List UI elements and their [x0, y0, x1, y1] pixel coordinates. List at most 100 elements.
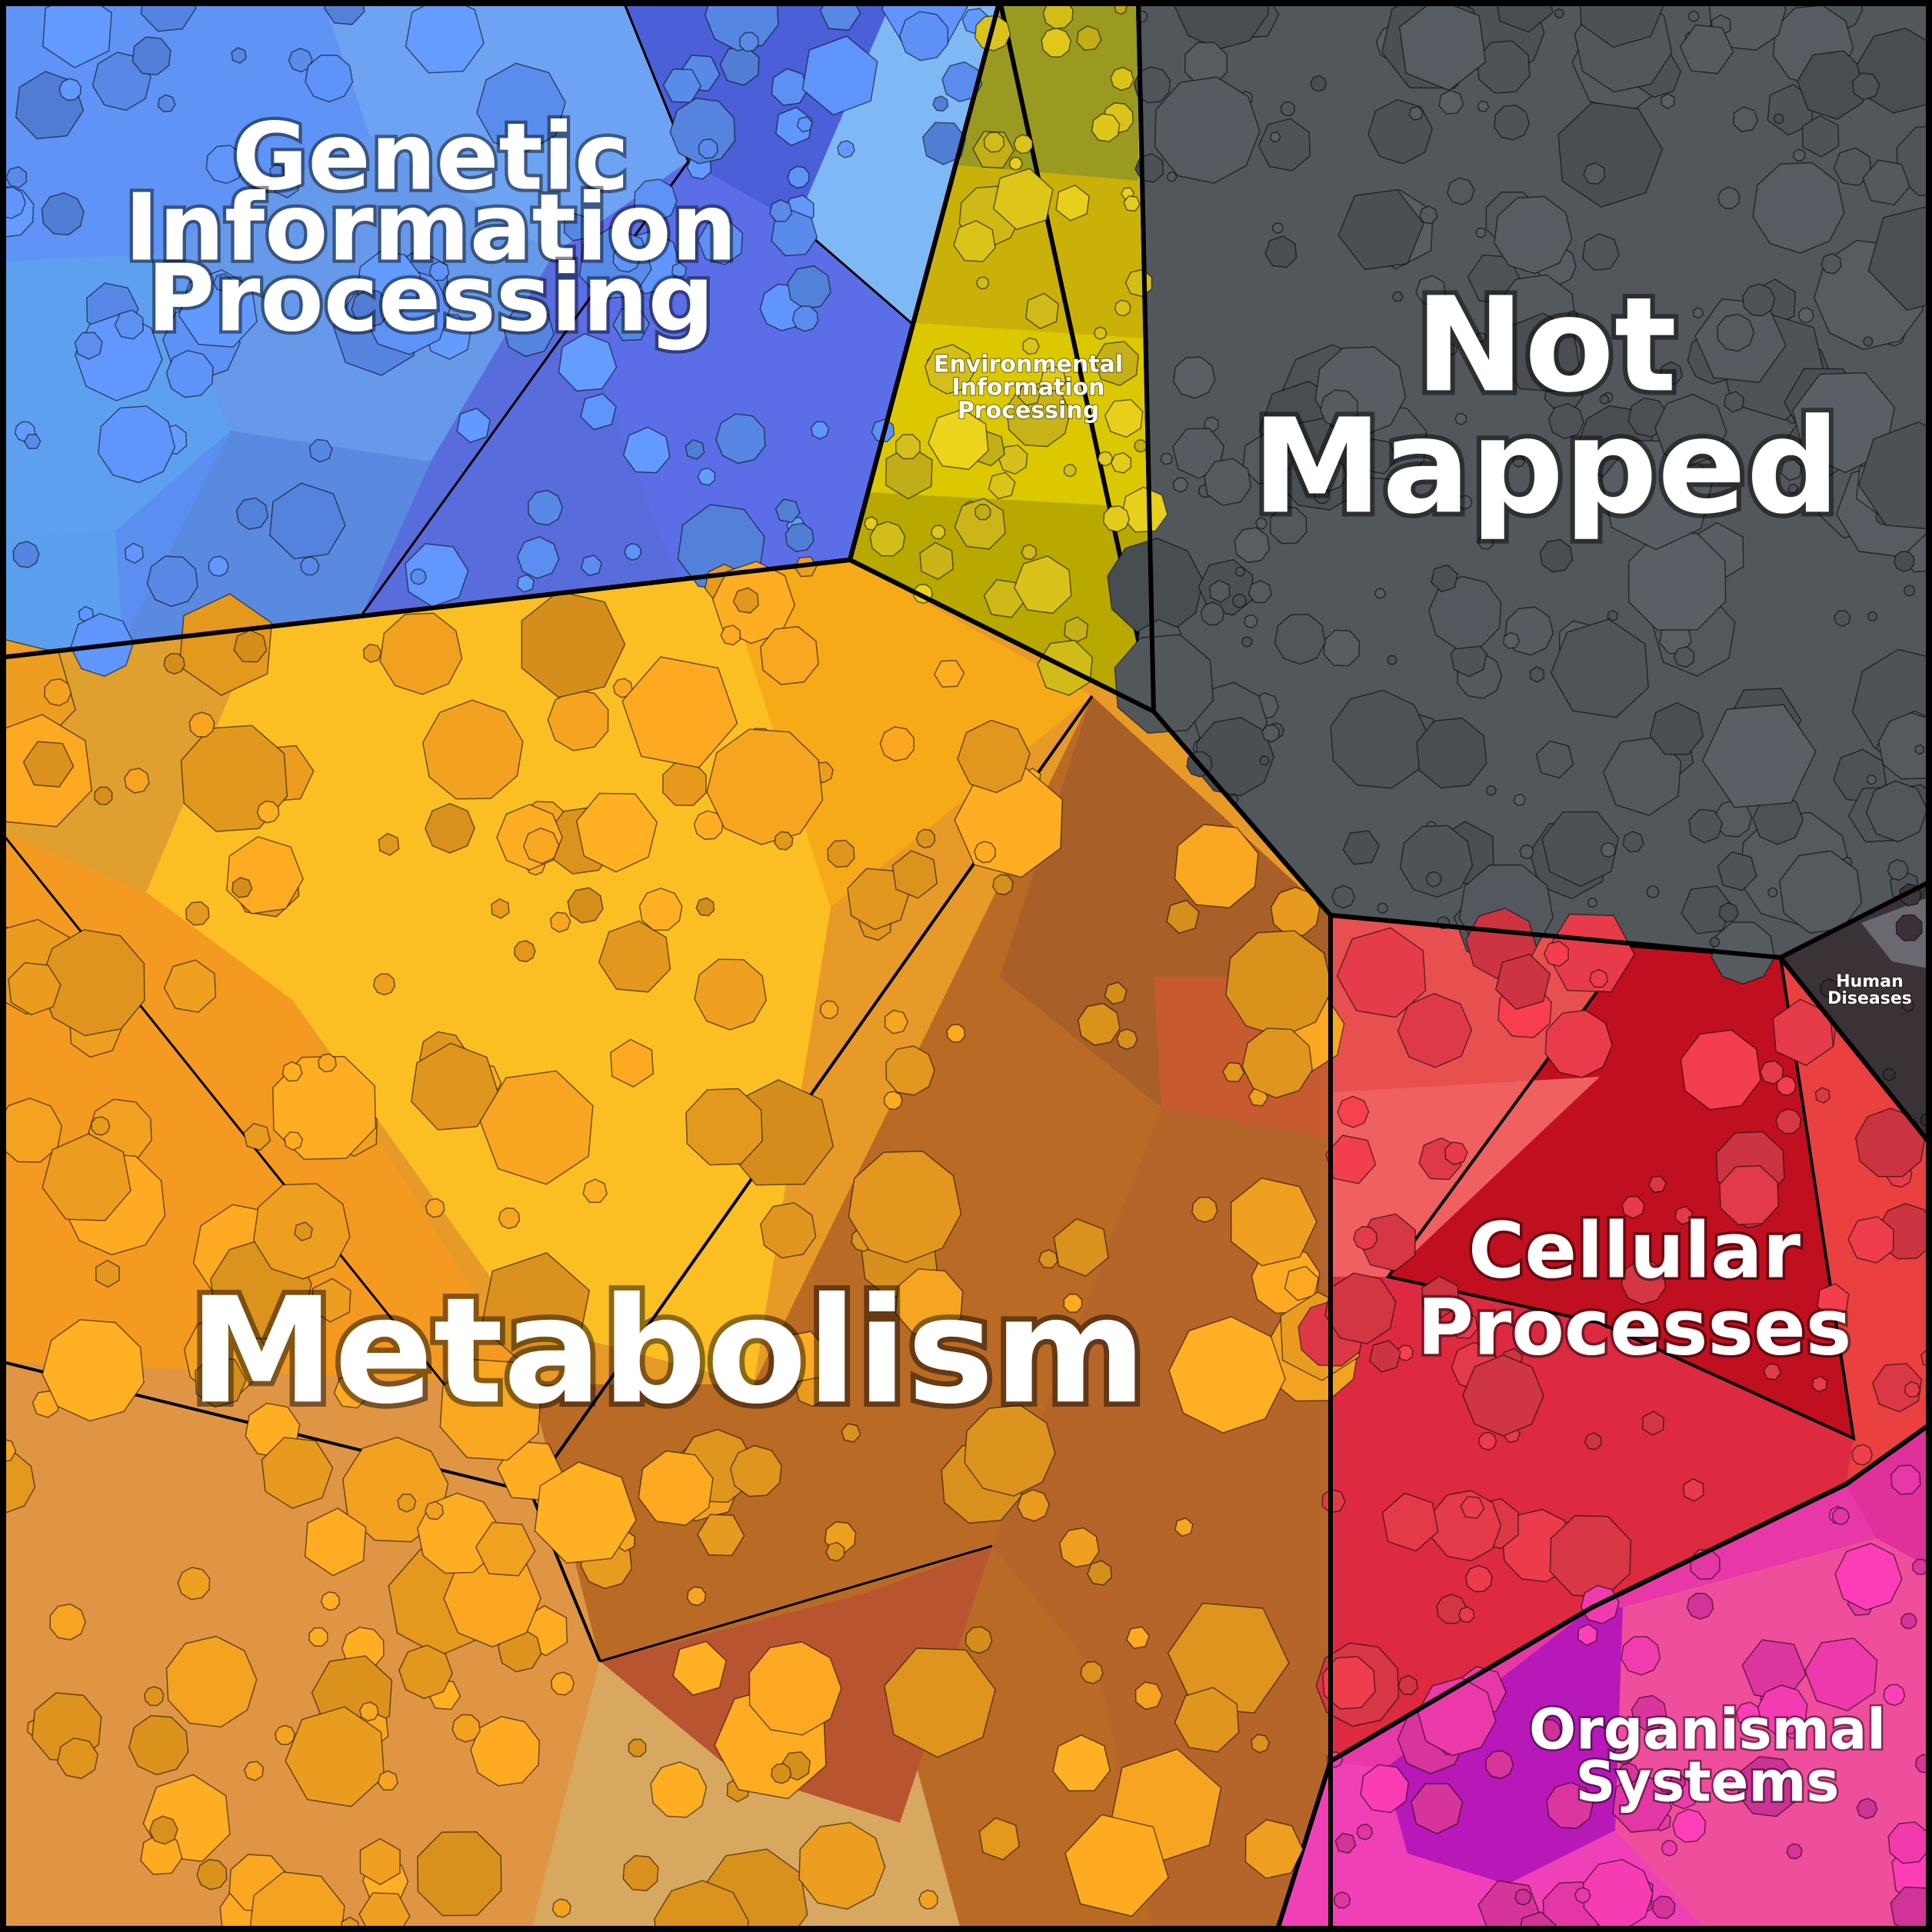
sub-cell [165, 350, 214, 398]
sub-cell [1013, 555, 1072, 615]
sub-cell [1582, 233, 1621, 271]
sub-cell [957, 719, 1031, 794]
sub-cell [378, 832, 400, 856]
sub-cell [1622, 831, 1644, 853]
sub-cell [1411, 1783, 1464, 1835]
sub-cell [148, 1815, 178, 1845]
sub-cell [1269, 131, 1281, 143]
sub-cell [1134, 439, 1148, 453]
sub-cell [672, 1641, 728, 1696]
sub-cell [1254, 517, 1268, 530]
sub-cell [1599, 394, 1610, 405]
sub-cell [318, 1053, 337, 1073]
sub-cell [1421, 1275, 1460, 1318]
sub-cell [208, 555, 229, 577]
sub-cell [1767, 887, 1778, 898]
sub-cell [558, 332, 618, 392]
sub-cell [787, 165, 810, 189]
sub-cell [784, 522, 814, 552]
sub-cell [883, 1647, 996, 1758]
sub-cell [1834, 1542, 1903, 1611]
sub-cell [451, 1714, 481, 1743]
sub-cell [580, 393, 617, 431]
sub-cell [405, 6, 485, 74]
sub-cell [694, 958, 767, 1031]
sub-cell [1679, 24, 1734, 75]
sub-cell [1222, 1062, 1245, 1083]
sub-cell [1654, 393, 1727, 467]
sub-cell [379, 612, 463, 695]
sub-cell [774, 498, 801, 524]
sub-cell [1261, 724, 1281, 743]
sub-cell [1904, 1381, 1921, 1398]
label-line: Genetic [232, 105, 629, 212]
sub-cell [308, 1627, 328, 1647]
sub-cell [1612, 1773, 1673, 1834]
sub-cell [1512, 455, 1526, 468]
sub-cell [775, 106, 813, 147]
sub-cell [1059, 1527, 1100, 1568]
sub-cell [1257, 118, 1311, 172]
sub-cell [1269, 506, 1307, 545]
sub-cell [1053, 1217, 1109, 1277]
sub-cell [1742, 283, 1776, 317]
sub-cell [1543, 941, 1569, 968]
sub-cell [1244, 614, 1258, 628]
sub-cell [1668, 1773, 1687, 1790]
sub-cell [654, 1880, 750, 1926]
sub-cell [1209, 579, 1231, 603]
sub-cell [669, 98, 736, 165]
sub-cell [1692, 307, 1704, 319]
sub-cell [1342, 830, 1381, 865]
sub-cell [796, 116, 813, 133]
sub-cell [281, 1061, 303, 1082]
sub-cell [1040, 365, 1067, 391]
sub-cell [1449, 1311, 1479, 1339]
sub-cell [1646, 884, 1660, 899]
sub-cell [1167, 172, 1178, 182]
sub-cell [56, 1737, 98, 1780]
sub-cell [362, 643, 382, 663]
sub-cell [1041, 27, 1072, 58]
sub-cell [1478, 1431, 1497, 1451]
sub-cell [1399, 824, 1474, 898]
sub-cell [1798, 307, 1814, 324]
sub-cell [650, 1761, 708, 1818]
sub-cell [1174, 824, 1259, 909]
sub-cell [810, 421, 830, 440]
sub-cell [1191, 1196, 1218, 1223]
sub-cell [693, 810, 724, 841]
sub-cell [1494, 195, 1573, 275]
sub-cell [205, 145, 245, 185]
sub-cell [634, 178, 678, 223]
sub-cell [1160, 452, 1174, 465]
sub-cell [1353, 1225, 1377, 1251]
sub-cell [685, 438, 705, 460]
sub-cell [919, 541, 954, 581]
sub-cell [74, 331, 103, 360]
sub-cell [575, 792, 658, 873]
sub-cell [1621, 1636, 1661, 1676]
sub-cell [6, 1439, 17, 1462]
sub-cell [771, 1763, 792, 1784]
sub-cell [1773, 113, 1784, 125]
sub-cell [1544, 1009, 1613, 1078]
sub-cell [1064, 1814, 1169, 1917]
label-line: Information [125, 175, 737, 282]
sub-cell [1724, 391, 1745, 413]
sub-cell [1274, 614, 1326, 665]
sub-cell [1680, 1029, 1761, 1111]
sub-cell [1154, 76, 1261, 184]
label-line: Processing [147, 246, 714, 353]
sub-cell [1477, 533, 1494, 550]
sub-cell [1234, 566, 1246, 577]
sub-cell [516, 536, 560, 579]
sub-cell [428, 261, 450, 281]
sub-cell [1107, 538, 1204, 634]
sub-cell [1381, 1492, 1439, 1552]
sub-cell [1387, 655, 1397, 666]
sub-cell [1464, 1564, 1493, 1593]
sub-cell [1856, 1797, 1878, 1820]
sub-cell [456, 408, 491, 444]
